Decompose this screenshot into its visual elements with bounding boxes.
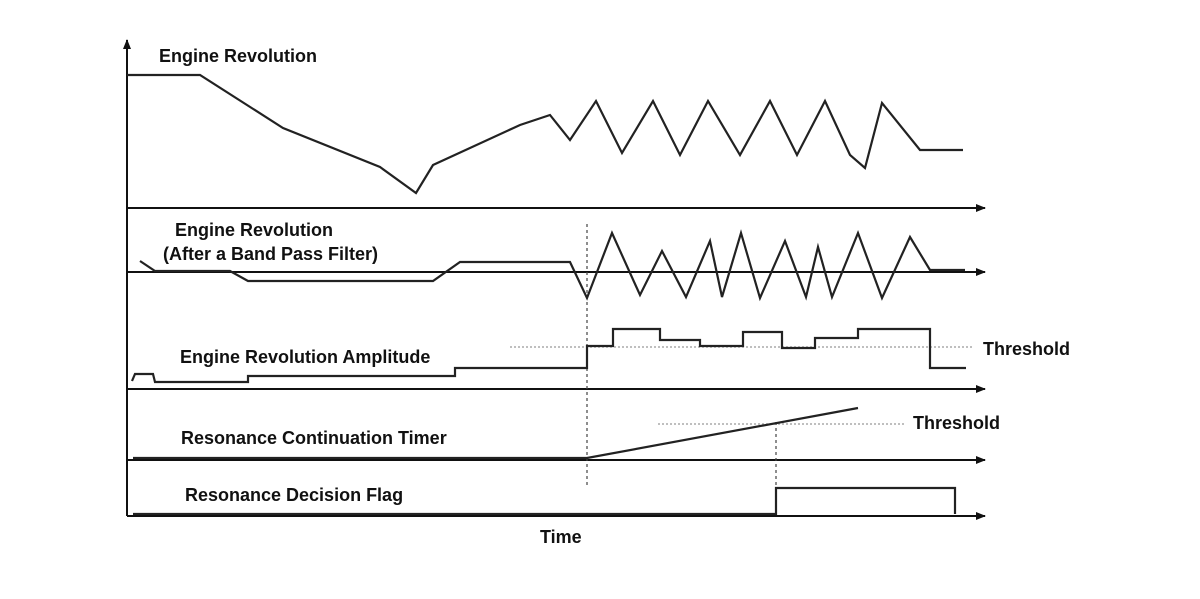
band-pass-label-line1: Engine Revolution	[175, 220, 333, 240]
flag-signal	[133, 486, 957, 516]
band-pass-label-line2: (After a Band Pass Filter)	[163, 244, 378, 264]
engine-revolution-signal	[127, 73, 963, 195]
amplitude-label: Engine Revolution Amplitude	[180, 347, 430, 367]
band-pass-signal	[139, 229, 965, 302]
amplitude-signal	[130, 327, 966, 384]
flag-label: Resonance Decision Flag	[185, 485, 403, 505]
timer-label: Resonance Continuation Timer	[181, 428, 447, 448]
engine-revolution-label: Engine Revolution	[159, 46, 317, 66]
amplitude-threshold-label: Threshold	[983, 339, 1070, 359]
timer-threshold-label: Threshold	[913, 413, 1000, 433]
timer-signal	[133, 406, 859, 460]
x-axis-label: Time	[540, 527, 582, 547]
